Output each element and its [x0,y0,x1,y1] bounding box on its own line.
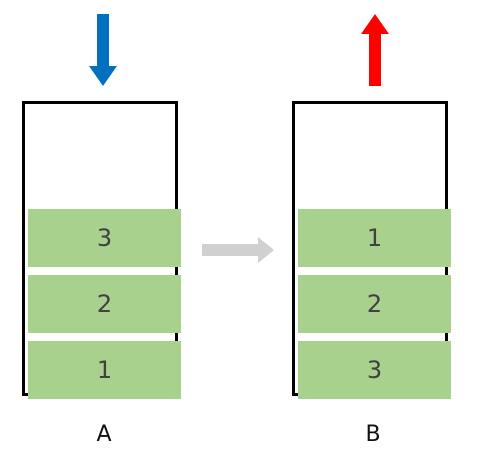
stack-a: 3 2 1 [22,101,181,399]
arrow-right-shaft [202,244,260,256]
arrow-up-icon [361,14,389,86]
stack-a-label: A [96,422,112,447]
arrow-down-icon [89,14,117,86]
stack-a-block-top: 3 [28,209,181,267]
stack-b-label: B [365,422,381,447]
arrow-right-head [258,237,274,263]
arrow-up-head [361,14,389,34]
stack-b-block-top: 1 [298,209,451,267]
arrow-right-icon [202,237,274,263]
arrow-down-shaft [97,14,109,68]
stack-b-block-bottom: 3 [298,341,451,399]
stack-b-block-middle: 2 [298,275,451,333]
stack-b: 1 2 3 [292,101,451,399]
stack-a-block-middle: 2 [28,275,181,333]
stack-a-block-bottom: 1 [28,341,181,399]
arrow-up-shaft [369,32,381,86]
arrow-down-head [89,66,117,86]
